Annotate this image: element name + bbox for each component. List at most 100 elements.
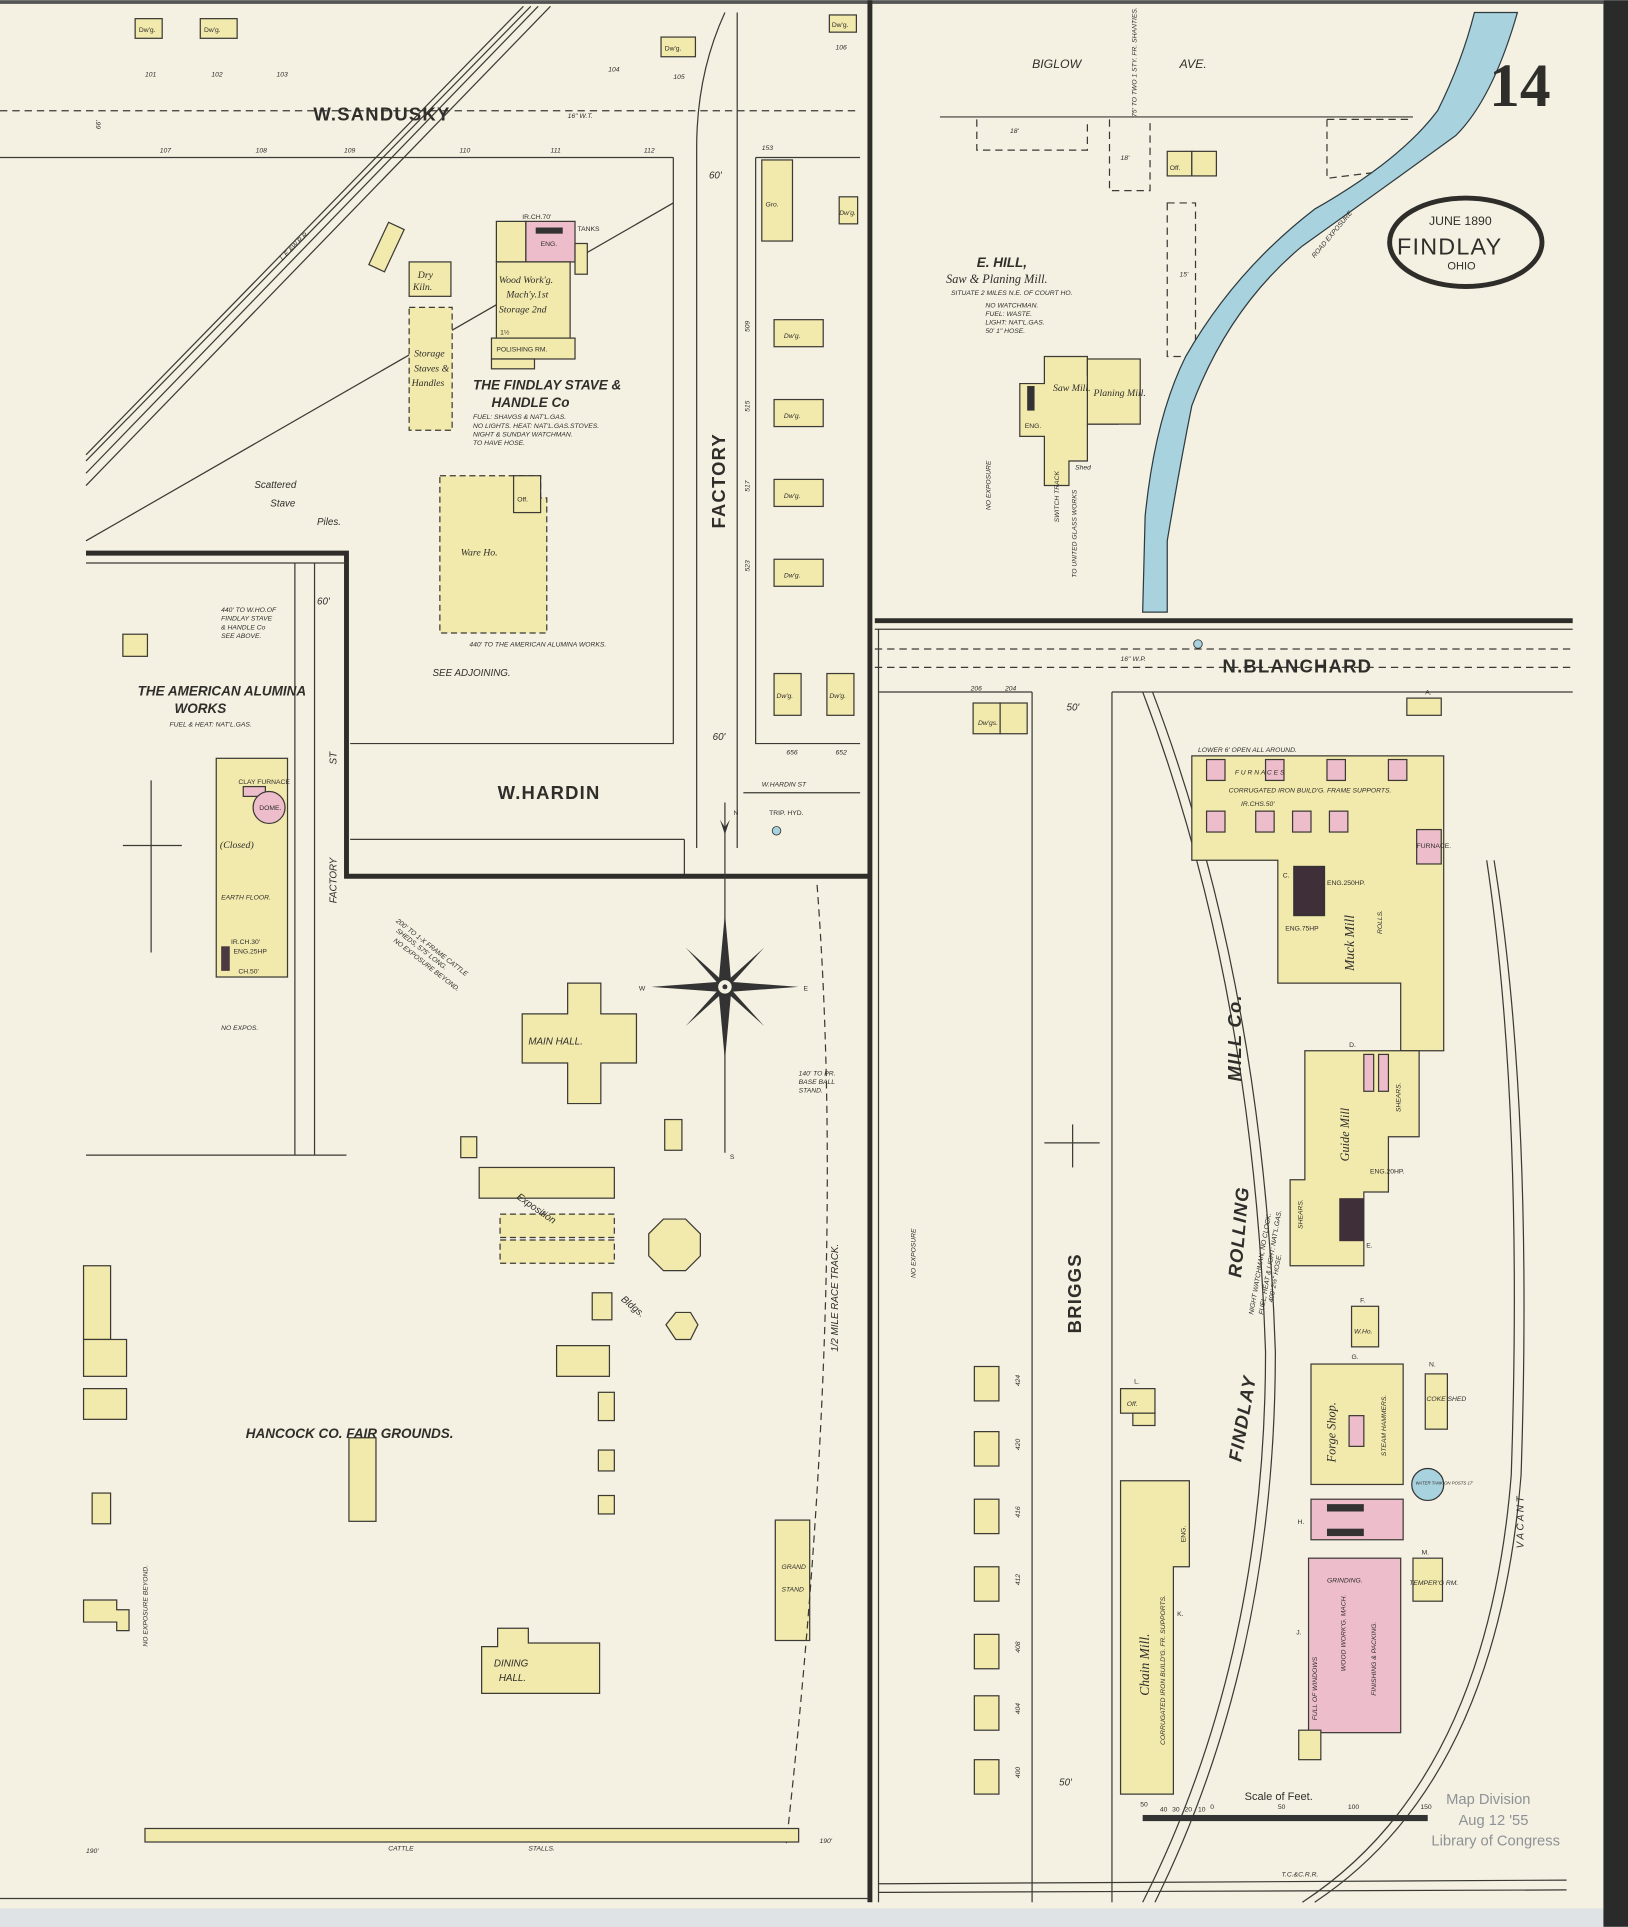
svg-text:Library of Congress: Library of Congress (1431, 1834, 1560, 1850)
svg-text:FUEL: WASTE.: FUEL: WASTE. (985, 311, 1032, 318)
svg-text:C.: C. (1283, 872, 1290, 879)
svg-text:ST: ST (329, 751, 340, 765)
svg-text:60': 60' (709, 170, 723, 181)
svg-text:Dw'g.: Dw'g. (204, 27, 221, 34)
svg-text:M.: M. (1422, 1549, 1430, 1556)
svg-text:TEMPER'G RM.: TEMPER'G RM. (1409, 1580, 1458, 1587)
svg-text:SHEARS.: SHEARS. (1396, 1082, 1403, 1112)
svg-text:509: 509 (744, 320, 751, 332)
svg-text:TRIP. HYD.: TRIP. HYD. (769, 810, 804, 817)
svg-text:NO EXPOS.: NO EXPOS. (221, 1025, 258, 1032)
findlay-stave-handle-co: IR.CH.70' ENG. TANKS Wood Work'g. Mach'y… (368, 214, 621, 679)
svg-text:ENG.20HP.: ENG.20HP. (1370, 1169, 1405, 1176)
svg-text:ENG.75HP: ENG.75HP (1285, 925, 1319, 932)
svg-text:Forge Shop.: Forge Shop. (1325, 1402, 1339, 1463)
svg-text:Dw'g.: Dw'g. (777, 693, 794, 700)
svg-text:ENG.: ENG. (1181, 1526, 1188, 1543)
svg-text:DOME.: DOME. (259, 805, 281, 812)
svg-text:FINDLAY STAVE: FINDLAY STAVE (221, 616, 273, 623)
svg-text:112: 112 (644, 148, 655, 155)
svg-text:STEAM HAMMERS.: STEAM HAMMERS. (1381, 1395, 1388, 1457)
svg-text:CORRUGATED IRON BUILD'G. FRAME: CORRUGATED IRON BUILD'G. FRAME SUPPORTS. (1229, 788, 1392, 795)
svg-text:W.Ho.: W.Ho. (1354, 1328, 1373, 1335)
svg-text:N: N (734, 810, 739, 817)
svg-text:& HANDLE Co: & HANDLE Co (221, 624, 266, 631)
svg-text:WORKS: WORKS (174, 701, 226, 716)
svg-text:Aug 12 '55: Aug 12 '55 (1458, 1813, 1528, 1829)
svg-text:440' TO THE AMERICAN ALUMINA W: 440' TO THE AMERICAN ALUMINA WORKS. (469, 642, 606, 649)
svg-text:404: 404 (1015, 1703, 1022, 1715)
svg-text:10: 10 (1198, 1806, 1206, 1813)
svg-text:G.: G. (1352, 1354, 1359, 1361)
svg-text:GRAND: GRAND (781, 1564, 806, 1571)
svg-text:Dw'g.: Dw'g. (784, 493, 801, 500)
fairgrounds-title: HANCOCK CO. FAIR GROUNDS. (246, 1426, 454, 1441)
svg-text:Dw'g.: Dw'g. (829, 693, 846, 700)
svg-text:POLISHING RM.: POLISHING RM. (496, 347, 547, 354)
svg-text:ENG.250HP.: ENG.250HP. (1327, 880, 1365, 887)
svg-text:NO WATCHMAN.: NO WATCHMAN. (985, 302, 1038, 309)
svg-text:153: 153 (762, 145, 774, 152)
svg-text:50': 50' (1059, 1777, 1073, 1788)
hydrant-icon (1193, 639, 1203, 649)
american-alumina-works: FACTORY ST 60' 440' TO W.HO.OF FINDLAY S… (86, 562, 347, 1156)
svg-text:440' TO W.HO.OF: 440' TO W.HO.OF (221, 607, 277, 614)
svg-text:652: 652 (836, 750, 848, 757)
svg-text:CLAY FURNACE: CLAY FURNACE (238, 779, 290, 786)
svg-text:N.: N. (1429, 1362, 1436, 1369)
svg-text:Dw'gs.: Dw'gs. (978, 720, 998, 727)
svg-text:LIGHT: NAT'L.GAS.: LIGHT: NAT'L.GAS. (985, 320, 1044, 327)
svg-text:Handles: Handles (411, 378, 445, 389)
svg-text:E.: E. (1366, 1242, 1373, 1249)
svg-text:ENG.: ENG. (1025, 423, 1042, 430)
svg-text:IR.CH.70': IR.CH.70' (522, 214, 551, 221)
scattered-stave-piles: Scattered Stave Piles. (254, 480, 341, 528)
svg-text:Off.: Off. (517, 497, 528, 504)
svg-text:CORRUGATED IRON BUILD'G. FR. S: CORRUGATED IRON BUILD'G. FR. SUPPORTS. (1160, 1595, 1167, 1745)
svg-text:111: 111 (550, 148, 561, 155)
svg-text:JUNE 1890: JUNE 1890 (1429, 214, 1492, 228)
svg-text:Dw'g.: Dw'g. (784, 413, 801, 420)
svg-text:THE AMERICAN ALUMINA: THE AMERICAN ALUMINA (138, 684, 306, 699)
svg-text:400: 400 (1015, 1767, 1022, 1779)
svg-text:102: 102 (211, 71, 223, 78)
svg-text:J.: J. (1296, 1629, 1301, 1636)
svg-text:WATER TANK ON POSTS 17': WATER TANK ON POSTS 17' (1415, 1480, 1473, 1485)
svg-text:LOWER 6' OPEN ALL AROUND.: LOWER 6' OPEN ALL AROUND. (1198, 747, 1297, 754)
street-width: 66' (96, 120, 103, 130)
svg-text:Dw'g.: Dw'g. (832, 22, 849, 29)
findlay-rolling-mill-co: FINDLAY ROLLING MILL Co. NIGHT WATCHMAN,… (1119, 689, 1527, 1903)
svg-text:150: 150 (1420, 1804, 1432, 1811)
svg-text:FURNACE.: FURNACE. (1417, 843, 1452, 850)
sandusky-north-lots: Dw'g. Dw'g. Dw'g. Dw'g. 101 102 103 104 … (134, 14, 858, 155)
svg-text:(Closed): (Closed) (220, 840, 254, 851)
svg-text:ENG.25HP: ENG.25HP (233, 949, 267, 956)
library-stamp: Map Division Aug 12 '55 Library of Congr… (1431, 1792, 1560, 1850)
briggs-west-dwellings: Dw'gs. 206 204 424 420 416 412 408 404 4… (910, 686, 1028, 1795)
svg-text:F U R N A C E S: F U R N A C E S (1235, 769, 1285, 776)
svg-text:V A C A N T: V A C A N T (1516, 1495, 1527, 1548)
svg-text:40: 40 (1160, 1806, 1168, 1813)
svg-text:MILL Co.: MILL Co. (1224, 994, 1245, 1081)
svg-text:FINDLAY: FINDLAY (1397, 234, 1502, 260)
svg-text:18': 18' (1121, 155, 1131, 162)
svg-text:1/2 MILE RACE TRACK.: 1/2 MILE RACE TRACK. (830, 1244, 841, 1352)
svg-text:515: 515 (744, 400, 751, 412)
svg-text:190': 190' (86, 1848, 99, 1855)
sheet-number: 14 (1489, 52, 1550, 120)
e-hill-saw-planing-mill: E. HILL, Saw & Planing Mill. SITUATE 2 M… (946, 255, 1146, 578)
svg-text:E: E (804, 986, 809, 993)
svg-text:FULL OF WINDOWS: FULL OF WINDOWS (1312, 1656, 1319, 1720)
svg-text:Dw'g.: Dw'g. (784, 573, 801, 580)
svg-text:190': 190' (820, 1838, 833, 1845)
svg-text:Dw'g.: Dw'g. (665, 46, 682, 53)
svg-text:Shed: Shed (1075, 465, 1091, 472)
svg-text:420: 420 (1015, 1439, 1022, 1451)
w-sandusky-street: W.SANDUSKY 66' 16" W.T. (0, 104, 861, 159)
svg-text:206: 206 (970, 686, 983, 693)
svg-text:HANDLE Co: HANDLE Co (491, 395, 569, 410)
t-c-c-railroad: T.C.&C.R.R. (878, 1871, 1567, 1893)
svg-text:TO UNITED GLASS WORKS: TO UNITED GLASS WORKS (1071, 489, 1078, 578)
svg-text:20: 20 (1184, 1806, 1192, 1813)
